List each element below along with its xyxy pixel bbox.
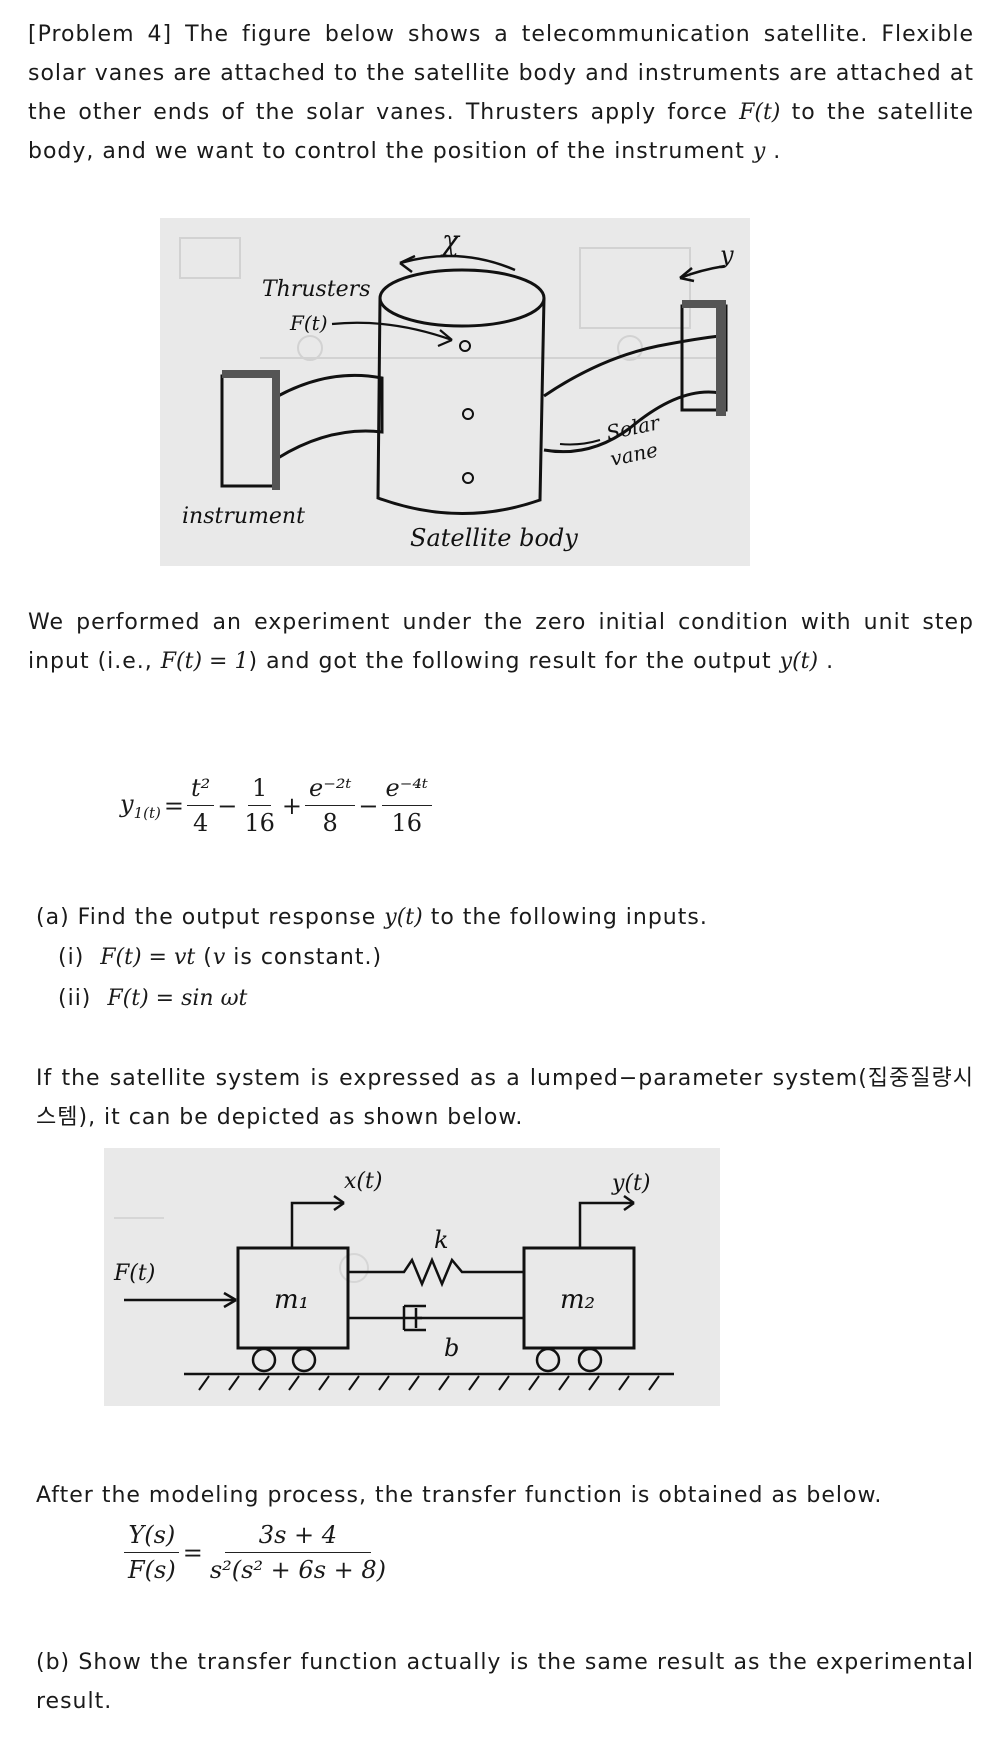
intro-y-var: y xyxy=(752,139,766,164)
term4-denominator: 16 xyxy=(391,809,422,837)
tf-lhs-numerator: Y(s) xyxy=(124,1520,180,1553)
y-t-label: y(t) xyxy=(611,1171,650,1196)
spring-label: k xyxy=(434,1226,449,1254)
thrusters-label: Thrusters xyxy=(262,277,371,302)
satellite-figure: χ y Thrusters F(t) instrument Solar vane xyxy=(160,218,750,566)
part-a-input-ii: (ii) F(t) = sin ωt xyxy=(58,986,248,1011)
mass1-label: m₁ xyxy=(274,1285,309,1315)
tf-lhs-denominator: F(s) xyxy=(128,1556,176,1584)
experiment-paragraph: We performed an experiment under the zer… xyxy=(28,603,974,681)
part-b-prompt: (b) Show the transfer function actually … xyxy=(36,1650,974,1714)
term1-denominator: 4 xyxy=(192,809,209,837)
experiment-condition: F(t) = 1 xyxy=(160,649,249,674)
damper-label: b xyxy=(444,1334,459,1362)
problem-label: [Problem 4] xyxy=(28,22,173,47)
experiment-text-3: . xyxy=(818,649,835,674)
result-lhs: y1(t) xyxy=(120,789,161,822)
experiment-text-1: We performed an experiment under the zer… xyxy=(28,610,974,674)
term3-denominator: 8 xyxy=(322,809,338,837)
instrument-label: instrument xyxy=(182,504,305,529)
term2-denominator: 16 xyxy=(244,809,275,837)
y-label: y xyxy=(719,241,734,269)
part-a-prompt: (a) Find the output response y(t) to the… xyxy=(36,905,708,930)
intro-text-1: The figure below shows a telecommunicati… xyxy=(28,22,974,125)
intro-text-3: . xyxy=(765,139,782,164)
part-a-input-i: (i) F(t) = vt (v is constant.) xyxy=(58,945,383,970)
satellite-sketch: χ y Thrusters F(t) instrument Solar vane xyxy=(179,224,734,552)
term4-numerator: e⁻⁴ᵗ xyxy=(381,773,432,806)
x-t-label: x(t) xyxy=(344,1169,382,1194)
tf-rhs-numerator: 3s + 4 xyxy=(224,1520,372,1553)
x-label: χ xyxy=(440,224,461,257)
lumped-paragraph: If the satellite system is expressed as … xyxy=(36,1066,974,1130)
mass-spring-damper-diagram: x(t) y(t) F(t) m₁ m₂ k b xyxy=(113,1169,674,1391)
experiment-text-2: ) and got the following result for the o… xyxy=(248,649,780,674)
satellite-body-label: Satellite body xyxy=(410,524,578,552)
transfer-paragraph: After the modeling process, the transfer… xyxy=(36,1483,883,1508)
intro-force-var: F(t) xyxy=(739,100,781,125)
intro-text-2: to the satellite body, and we want to co… xyxy=(28,100,975,164)
term3-numerator: e⁻²ᵗ xyxy=(304,773,356,806)
problem-intro: [Problem 4] The figure below shows a tel… xyxy=(28,15,974,171)
thruster-force-label: F(t) xyxy=(289,311,328,335)
lumped-system-figure: x(t) y(t) F(t) m₁ m₂ k b xyxy=(104,1148,720,1406)
experiment-output-var: y(t) xyxy=(779,649,819,674)
mass2-label: m₂ xyxy=(560,1285,595,1315)
term1-numerator: t² xyxy=(186,773,215,806)
term2-numerator: 1 xyxy=(247,773,272,806)
force-label: F(t) xyxy=(113,1261,155,1286)
tf-rhs-denominator: s²(s² + 6s + 8) xyxy=(209,1556,387,1584)
